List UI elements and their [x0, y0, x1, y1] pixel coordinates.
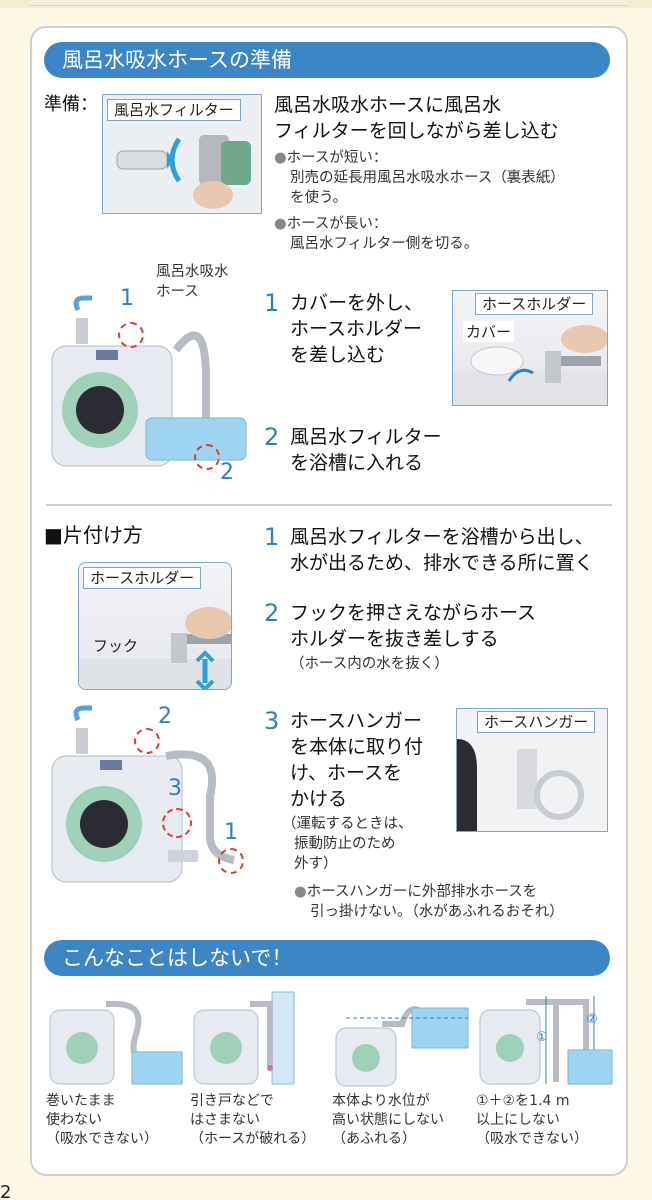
prep-step1-line2: ホースホルダー — [290, 318, 423, 340]
dont-item1-line3: （吸水できない） — [46, 1131, 158, 1147]
cleanup-step2-line1: フックを押さえながらホース — [290, 602, 537, 624]
prep-step1-line1: カバーを外し、 — [290, 292, 424, 314]
dont-item-coiled: 巻いたまま 使わない （吸水できない） — [46, 988, 186, 1149]
dont-item4-line1: ①＋②を1.4 m — [476, 1093, 570, 1109]
cleanup-step3-number: 3 — [264, 707, 280, 735]
previous-panel-edge — [30, 0, 628, 6]
dont-item-water-level: 本体より水位が 高い状態にしない （あふれる） — [332, 988, 472, 1149]
cleanup-step3-line2: を本体に取り付 — [290, 736, 424, 758]
cleanup-illus-num-3: 3 — [168, 776, 182, 801]
section-divider — [46, 504, 612, 506]
prep-note-short: ●ホースが短い： — [274, 148, 387, 168]
dont-item3-line2: 高い状態にしない — [332, 1112, 444, 1128]
hose-label-line1: 風呂水吸水 — [156, 264, 229, 280]
cleanup-step3-line3: け、ホースを — [290, 762, 403, 784]
prep-note1-line2: 別売の延長用風呂水吸水ホース（裏表紙） — [290, 170, 565, 186]
dont-item4-line2: 以上にしない — [476, 1112, 560, 1128]
cleanup-step3-line4: かける — [290, 788, 348, 810]
dont-item3-line3: （あふれる） — [332, 1131, 416, 1147]
dont-item1-line2: 使わない — [46, 1112, 102, 1128]
height-marker-1: ① — [536, 1030, 548, 1045]
prep-note2-line1: ホースが長い： — [286, 216, 388, 232]
prep-step2-line1: 風呂水フィルター — [290, 426, 442, 448]
instruction-panel: 風呂水吸水ホースの準備 準備： 風呂水フィルター 風呂水吸水ホースに風呂水 フィ… — [30, 26, 628, 1176]
dont-item2-line2: はさまない — [190, 1112, 260, 1128]
cleanup-title: ■片付け方 — [44, 523, 143, 547]
cleanup-step2-number: 2 — [264, 599, 280, 627]
dont-item2-line1: 引き戸などで — [190, 1093, 274, 1109]
dont-item3-line1: 本体より水位が — [332, 1093, 430, 1109]
height-marker-2: ② — [586, 1012, 598, 1027]
prep-step1-number: 1 — [264, 289, 280, 317]
height-limit-illustration — [479, 996, 613, 1085]
cleanup-step3-sub3: 外す） — [294, 856, 338, 872]
washer-cleanup-illustration — [51, 705, 235, 883]
illus-num-2: 2 — [220, 460, 234, 485]
cleanup-step3-sub2: 振動防止のため — [294, 836, 396, 852]
cleanup-step1-number: 1 — [264, 523, 280, 551]
cleanup-step3-sub1: （運転するときは、 — [282, 816, 413, 832]
filter-photo-label: 風呂水フィルター — [107, 99, 241, 121]
prep-step1-line3: を差し込む — [290, 344, 386, 366]
cleanup-step1-line2: 水が出るため、排水できる所に置く — [290, 552, 594, 574]
washer-illustration — [51, 295, 247, 467]
cleanup-step2-sub: （ホース内の水を抜く） — [290, 656, 449, 672]
cleanup-step2-line2: ホルダーを抜き差しする — [290, 628, 499, 650]
cleanup-illus-num-1: 1 — [224, 820, 238, 845]
prep-note1-line3: を使う。 — [290, 190, 348, 206]
bullet-icon: ● — [294, 884, 307, 900]
hook-illustration — [79, 607, 231, 689]
hose-end-marker — [218, 848, 244, 874]
page-number: 2 — [0, 1182, 12, 1200]
dont-item1-line1: 巻いたまま — [46, 1093, 116, 1109]
hose-label-line2: ホース — [156, 284, 199, 300]
dont-item2-line3: （ホースが破れる） — [190, 1131, 316, 1147]
bullet-icon: ● — [274, 150, 287, 166]
dont-item4-line3: （吸水できない） — [476, 1131, 588, 1147]
hanger-photo-label: ホースハンガー — [477, 711, 596, 733]
filter-position-marker — [194, 444, 220, 470]
holder-marker — [134, 728, 160, 754]
hook-photo-holder-label: ホースホルダー — [83, 567, 202, 589]
dont-item-door: 引き戸などで はさまない （ホースが破れる） — [190, 988, 330, 1149]
water-level-illustration — [335, 1006, 469, 1087]
cleanup-note: ●ホースハンガーに外部排水ホースを — [294, 882, 537, 902]
prep-note1-line1: ホースが短い： — [286, 150, 388, 166]
door-pinch-illustration — [193, 991, 295, 1085]
prep-step2-number: 2 — [264, 423, 280, 451]
holder-photo-label: ホースホルダー — [475, 293, 594, 315]
prep-step2-line2: を浴槽に入れる — [290, 452, 424, 474]
prep-heading-line2: フィルターを回しながら差し込む — [274, 120, 559, 142]
prep-label: 準備： — [44, 94, 98, 115]
prep-title-bar: 風呂水吸水ホースの準備 — [44, 42, 610, 78]
prep-note2-line2: 風呂水フィルター側を切る。 — [290, 236, 479, 252]
hook-photo: ホースホルダー フック — [78, 562, 232, 690]
hanger-photo: ホースハンガー — [456, 708, 608, 832]
coiled-hose-illustration — [49, 1001, 183, 1085]
cleanup-step1-line1: 風呂水フィルターを浴槽から出し、 — [290, 526, 594, 548]
holder-photo: ホースホルダー カバー — [452, 290, 608, 406]
cleanup-note-line2: 引っ掛けない。（水があふれるおそれ） — [310, 904, 564, 920]
tap-connection-marker — [118, 322, 144, 348]
cover-photo-label: カバー — [463, 321, 515, 342]
prep-note-long: ●ホースが長い： — [274, 214, 387, 234]
bullet-icon: ● — [274, 216, 287, 232]
prep-title: 風呂水吸水ホースの準備 — [62, 48, 292, 72]
dont-item-height: ① ② ①＋②を1.4 m 以上にしない （吸水できない） — [476, 988, 616, 1149]
filter-insert-photo: 風呂水フィルター — [102, 94, 262, 214]
cleanup-illus-num-2: 2 — [158, 704, 172, 729]
dont-title: こんなことはしないで！ — [62, 946, 293, 970]
cleanup-step3-line1: ホースハンガー — [290, 710, 423, 732]
hanger-marker — [162, 808, 192, 838]
dont-title-bar: こんなことはしないで！ — [44, 940, 610, 976]
prep-heading-line1: 風呂水吸水ホースに風呂水 — [274, 94, 502, 116]
cleanup-note-line1: ホースハンガーに外部排水ホースを — [306, 884, 538, 900]
hook-photo-hook-label: フック — [93, 637, 139, 655]
holder-illustration — [453, 325, 607, 405]
illus-num-1: 1 — [120, 286, 134, 311]
